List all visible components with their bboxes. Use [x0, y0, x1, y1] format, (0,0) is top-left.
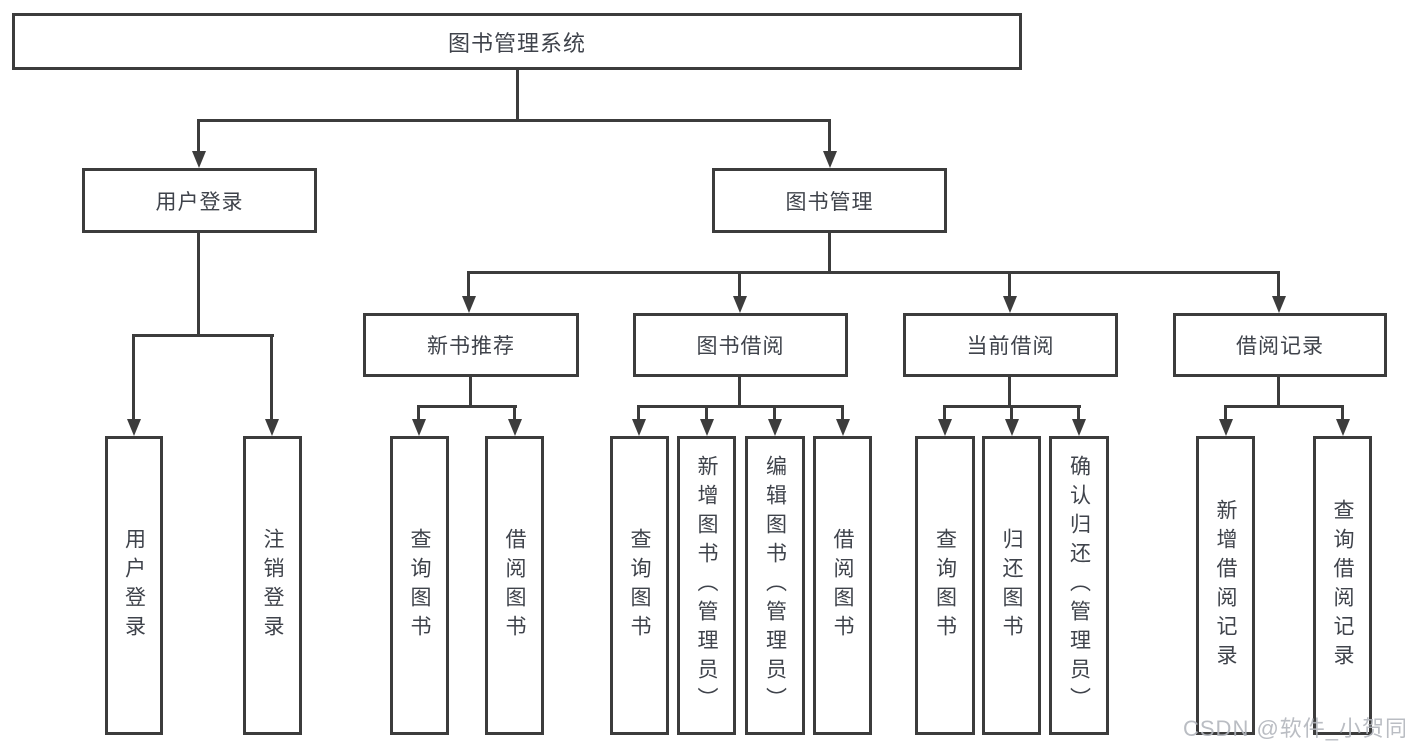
- leaf-edit-books-admin: 编辑图书（管理员）: [745, 436, 805, 735]
- connector-line: [1277, 271, 1280, 298]
- connector-line: [270, 334, 273, 421]
- arrow-down-icon: [836, 419, 850, 436]
- connector-line: [738, 271, 741, 298]
- leaf-borrow-books-1: 借阅图书: [485, 436, 544, 735]
- connector-line: [417, 405, 420, 421]
- arrow-down-icon: [823, 151, 837, 168]
- leaf-logout: 注销登录: [243, 436, 302, 735]
- node-user-login: 用户登录: [82, 168, 317, 233]
- arrow-down-icon: [938, 419, 952, 436]
- node-label: 查询图书: [408, 527, 431, 644]
- leaf-user-login: 用户登录: [105, 436, 163, 735]
- arrow-down-icon: [1336, 419, 1350, 436]
- connector-line: [637, 405, 844, 408]
- connector-line: [1077, 405, 1080, 421]
- node-label: 新增借阅记录: [1214, 498, 1237, 673]
- connector-line: [773, 405, 776, 421]
- arrow-down-icon: [127, 419, 141, 436]
- node-label: 查询借阅记录: [1331, 498, 1354, 673]
- node-label: 借阅记录: [1236, 335, 1324, 358]
- connector-line: [467, 271, 1280, 274]
- arrow-down-icon: [1219, 419, 1233, 436]
- arrow-down-icon: [1003, 296, 1017, 313]
- node-label: 借阅图书: [503, 527, 526, 644]
- node-root-library-management-system: 图书管理系统: [12, 13, 1022, 70]
- connector-line: [1010, 405, 1013, 421]
- csdn-watermark: CSDN @软件_小贺同学: [1183, 716, 1405, 741]
- connector-line: [513, 405, 516, 421]
- leaf-query-books-2: 查询图书: [610, 436, 669, 735]
- connector-line: [469, 377, 472, 408]
- connector-line: [841, 405, 844, 421]
- leaf-borrow-books-2: 借阅图书: [813, 436, 872, 735]
- arrow-down-icon: [412, 419, 426, 436]
- connector-line: [1008, 377, 1011, 408]
- node-label: 编辑图书（管理员）: [763, 455, 787, 716]
- node-label: 注销登录: [261, 527, 284, 644]
- node-book-management: 图书管理: [712, 168, 947, 233]
- node-label: 新增图书（管理员）: [695, 455, 718, 716]
- connector-line: [132, 334, 274, 337]
- node-label: 用户登录: [155, 190, 244, 214]
- leaf-return-books: 归还图书: [982, 436, 1041, 735]
- node-label: 确认归还（管理员）: [1067, 455, 1091, 716]
- arrow-down-icon: [768, 419, 782, 436]
- connector-line: [1224, 405, 1227, 421]
- connector-line: [1341, 405, 1344, 421]
- arrow-down-icon: [1272, 296, 1286, 313]
- node-label: 归还图书: [1000, 527, 1023, 644]
- node-label: 用户登录: [122, 527, 146, 644]
- connector-line: [516, 68, 519, 122]
- leaf-query-books-3: 查询图书: [915, 436, 975, 735]
- node-label: 当前借阅: [966, 335, 1055, 358]
- connector-line: [1277, 377, 1280, 408]
- connector-line: [738, 377, 741, 408]
- arrow-down-icon: [1072, 419, 1086, 436]
- node-label: 查询图书: [933, 527, 957, 644]
- arrow-down-icon: [632, 419, 646, 436]
- connector-line: [1224, 405, 1344, 408]
- node-label: 图书管理系统: [447, 30, 586, 56]
- leaf-query-books-1: 查询图书: [390, 436, 449, 735]
- node-label: 图书管理: [785, 190, 874, 214]
- leaf-confirm-return-admin: 确认归还（管理员）: [1049, 436, 1109, 735]
- node-book-borrowing: 图书借阅: [633, 313, 848, 377]
- arrow-down-icon: [508, 419, 522, 436]
- connector-line: [828, 233, 831, 274]
- connector-line: [943, 405, 946, 421]
- arrow-down-icon: [462, 296, 476, 313]
- connector-line: [197, 119, 200, 154]
- arrow-down-icon: [700, 419, 714, 436]
- connector-line: [417, 405, 517, 408]
- node-label: 借阅图书: [831, 527, 854, 644]
- arrow-down-icon: [265, 419, 279, 436]
- node-borrowing-records: 借阅记录: [1173, 313, 1387, 377]
- arrow-down-icon: [1005, 419, 1019, 436]
- connector-line: [197, 233, 200, 337]
- node-new-book-recommendation: 新书推荐: [363, 313, 579, 377]
- connector-line: [828, 119, 831, 154]
- node-label: 新书推荐: [427, 335, 515, 358]
- connector-line: [1008, 271, 1011, 298]
- connector-line: [467, 271, 470, 298]
- leaf-add-borrow-record: 新增借阅记录: [1196, 436, 1255, 735]
- arrow-down-icon: [192, 151, 206, 168]
- node-label: 查询图书: [628, 527, 651, 644]
- connector-line: [197, 119, 831, 122]
- arrow-down-icon: [733, 296, 747, 313]
- connector-line: [705, 405, 708, 421]
- leaf-query-borrow-record: 查询借阅记录: [1313, 436, 1372, 735]
- connector-line: [637, 405, 640, 421]
- node-label: 图书借阅: [696, 335, 785, 358]
- connector-line: [132, 334, 135, 421]
- node-current-borrowing: 当前借阅: [903, 313, 1118, 377]
- leaf-add-books-admin: 新增图书（管理员）: [677, 436, 736, 735]
